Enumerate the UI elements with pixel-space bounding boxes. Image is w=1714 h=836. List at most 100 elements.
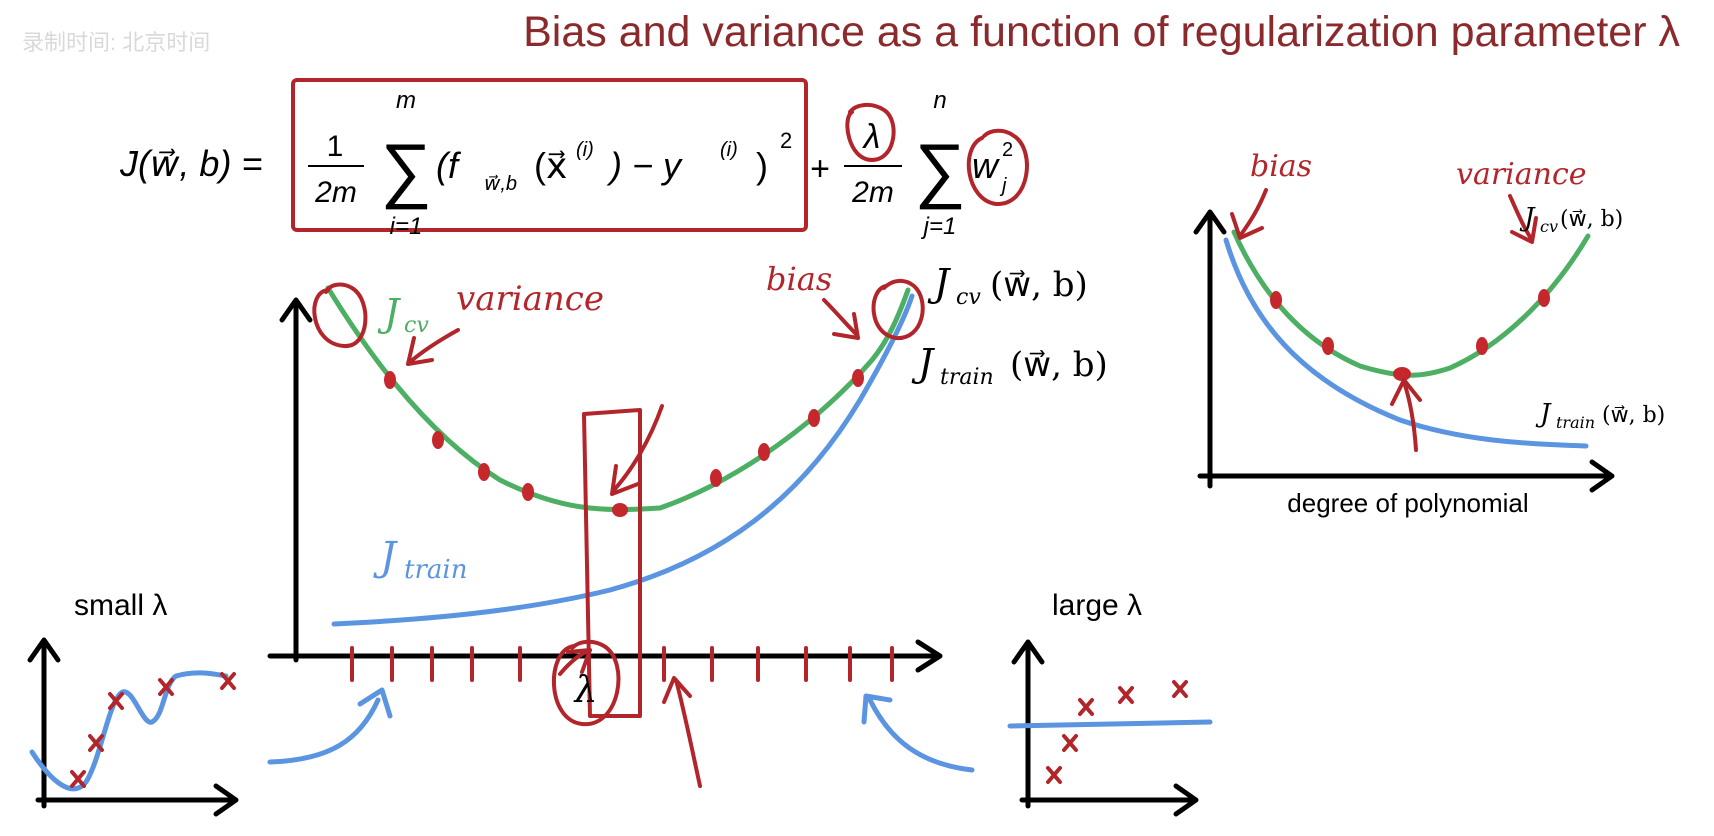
- weight-sup: 2: [1002, 139, 1013, 161]
- large-inset-x-axis: [1019, 783, 1199, 817]
- jtrain-full-sub: train: [940, 365, 994, 390]
- variance-note-main: variance: [456, 279, 604, 319]
- degree-jcv-point: [1393, 367, 1411, 381]
- large-lambda-inset: large λ: [1007, 589, 1213, 817]
- small-inset-y-axis: [27, 637, 61, 809]
- lambda-circle: [845, 103, 896, 162]
- degree-jtrain-curve: [1223, 237, 1589, 449]
- fraction-numerator: 1: [327, 130, 344, 163]
- jtrain-curve: [331, 293, 915, 627]
- overfit-curve: [29, 670, 229, 792]
- formula-lhs: J(w⃗, b) =: [119, 143, 262, 184]
- degree-x-label: degree of polynomial: [1287, 488, 1528, 518]
- main-y-axis: [279, 297, 313, 663]
- main-x-axis: [267, 639, 943, 673]
- jcv-right-end-circle: [871, 279, 925, 341]
- degree-jcv-point: [1538, 289, 1550, 307]
- degree-y-axis: [1193, 209, 1227, 489]
- jcv-point: [710, 469, 722, 487]
- plus-sign: +: [810, 150, 830, 188]
- data-point-x: [1062, 734, 1078, 752]
- watermark: 录制时间: 北京时间: [22, 30, 210, 55]
- degree-x-axis: [1197, 459, 1615, 493]
- underfit-line: [1007, 719, 1213, 729]
- data-point-x: [70, 770, 86, 788]
- data-point-x: [158, 678, 174, 696]
- weight-sub: j: [999, 175, 1007, 197]
- error-term-args: (x⃗: [534, 145, 567, 186]
- large-lambda-arrow: [861, 693, 975, 773]
- jcv-short-sub: cv: [404, 313, 429, 338]
- large-data-points: [1046, 680, 1188, 784]
- degree-variance-arrow: [1508, 194, 1538, 244]
- data-point-x: [1046, 766, 1062, 784]
- jcv-point: [852, 369, 864, 387]
- lambda-ticks: [350, 646, 894, 682]
- degree-jcv-point: [1322, 337, 1334, 355]
- data-point-x: [1078, 698, 1094, 716]
- summation-symbol: ∑: [380, 130, 431, 210]
- jcv-left-end-circle: [312, 282, 368, 349]
- lambda-denominator: 2m: [851, 176, 894, 209]
- data-point-x: [88, 734, 104, 752]
- degree-plot: bias variance J cv (w⃗, b) J train (w⃗, …: [1193, 149, 1665, 518]
- degree-jcv-points: [1270, 289, 1550, 381]
- data-point-x: [220, 672, 236, 690]
- error-square: 2: [780, 128, 792, 153]
- jcv-full-label: J: [927, 261, 951, 305]
- optimal-lambda-box: [582, 408, 642, 718]
- sum-upper-limit: m: [396, 87, 416, 114]
- jcv-point: [808, 409, 820, 427]
- degree-optimum-arrow: [1390, 378, 1422, 452]
- small-lambda-inset: small λ: [27, 589, 239, 817]
- cost-formula: J(w⃗, b) = 1 2m m ∑ i=1 (f w⃗,b (x⃗ (i) …: [119, 78, 1029, 240]
- jcv-points: [384, 369, 864, 517]
- degree-bias-arrow: [1230, 188, 1268, 240]
- data-point-x: [1118, 686, 1134, 704]
- jcv-point: [384, 371, 396, 389]
- bias-arrow-main: [822, 298, 860, 340]
- degree-bias-note: bias: [1250, 149, 1312, 184]
- data-point-x: [1172, 680, 1188, 698]
- small-lambda-arrow: [267, 687, 393, 765]
- degree-jcv-point: [1270, 291, 1282, 309]
- sum-lower-limit: i=1: [390, 213, 423, 240]
- jcv-point: [478, 463, 490, 481]
- error-term-box: [291, 78, 808, 232]
- degree-jtrain-label: J: [1535, 399, 1552, 429]
- bias-note-main: bias: [766, 260, 832, 298]
- jcv-point: [612, 503, 628, 517]
- small-lambda-label: small λ: [74, 589, 167, 622]
- jcv-point: [758, 443, 770, 461]
- weight-circle: [966, 128, 1029, 207]
- jtrain-full-args: (w⃗, b): [1010, 345, 1108, 385]
- degree-jcv-point: [1476, 337, 1488, 355]
- jcv-point: [432, 431, 444, 449]
- error-sup-i: (i): [576, 139, 594, 161]
- slide-title: Bias and variance as a function of regul…: [523, 8, 1680, 56]
- main-plot: J cv variance bias J cv (w⃗, b) J train …: [267, 260, 1108, 788]
- weight-w: w: [972, 145, 1000, 186]
- data-point-x: [108, 692, 124, 710]
- jtrain-short-sub: train: [404, 555, 467, 585]
- degree-jcv-label: J: [1519, 203, 1536, 233]
- lambda-axis-label: λ: [573, 670, 598, 711]
- optimum-arrow-down: [610, 404, 664, 496]
- lambda-left-arrow: [558, 648, 592, 676]
- degree-jtrain-args: (w⃗, b): [1602, 403, 1665, 428]
- degree-jcv-args: (w⃗, b): [1560, 207, 1623, 232]
- degree-variance-note: variance: [1456, 157, 1587, 192]
- error-close: ): [756, 145, 768, 186]
- jcv-point: [522, 483, 534, 501]
- error-term-sub: w⃗,b: [484, 173, 517, 195]
- sum2-lower-limit: j=1: [921, 213, 957, 240]
- jtrain-full-label: J: [911, 341, 935, 385]
- error-minus-y: ) − y: [606, 145, 683, 186]
- jtrain-short-label: J: [373, 534, 398, 580]
- large-lambda-label: large λ: [1052, 589, 1142, 622]
- error-term-f: (f: [436, 145, 462, 186]
- lambda-up-arrow: [662, 676, 702, 788]
- degree-jcv-sub: cv: [1540, 217, 1558, 236]
- error-sup-i2: (i): [720, 139, 738, 161]
